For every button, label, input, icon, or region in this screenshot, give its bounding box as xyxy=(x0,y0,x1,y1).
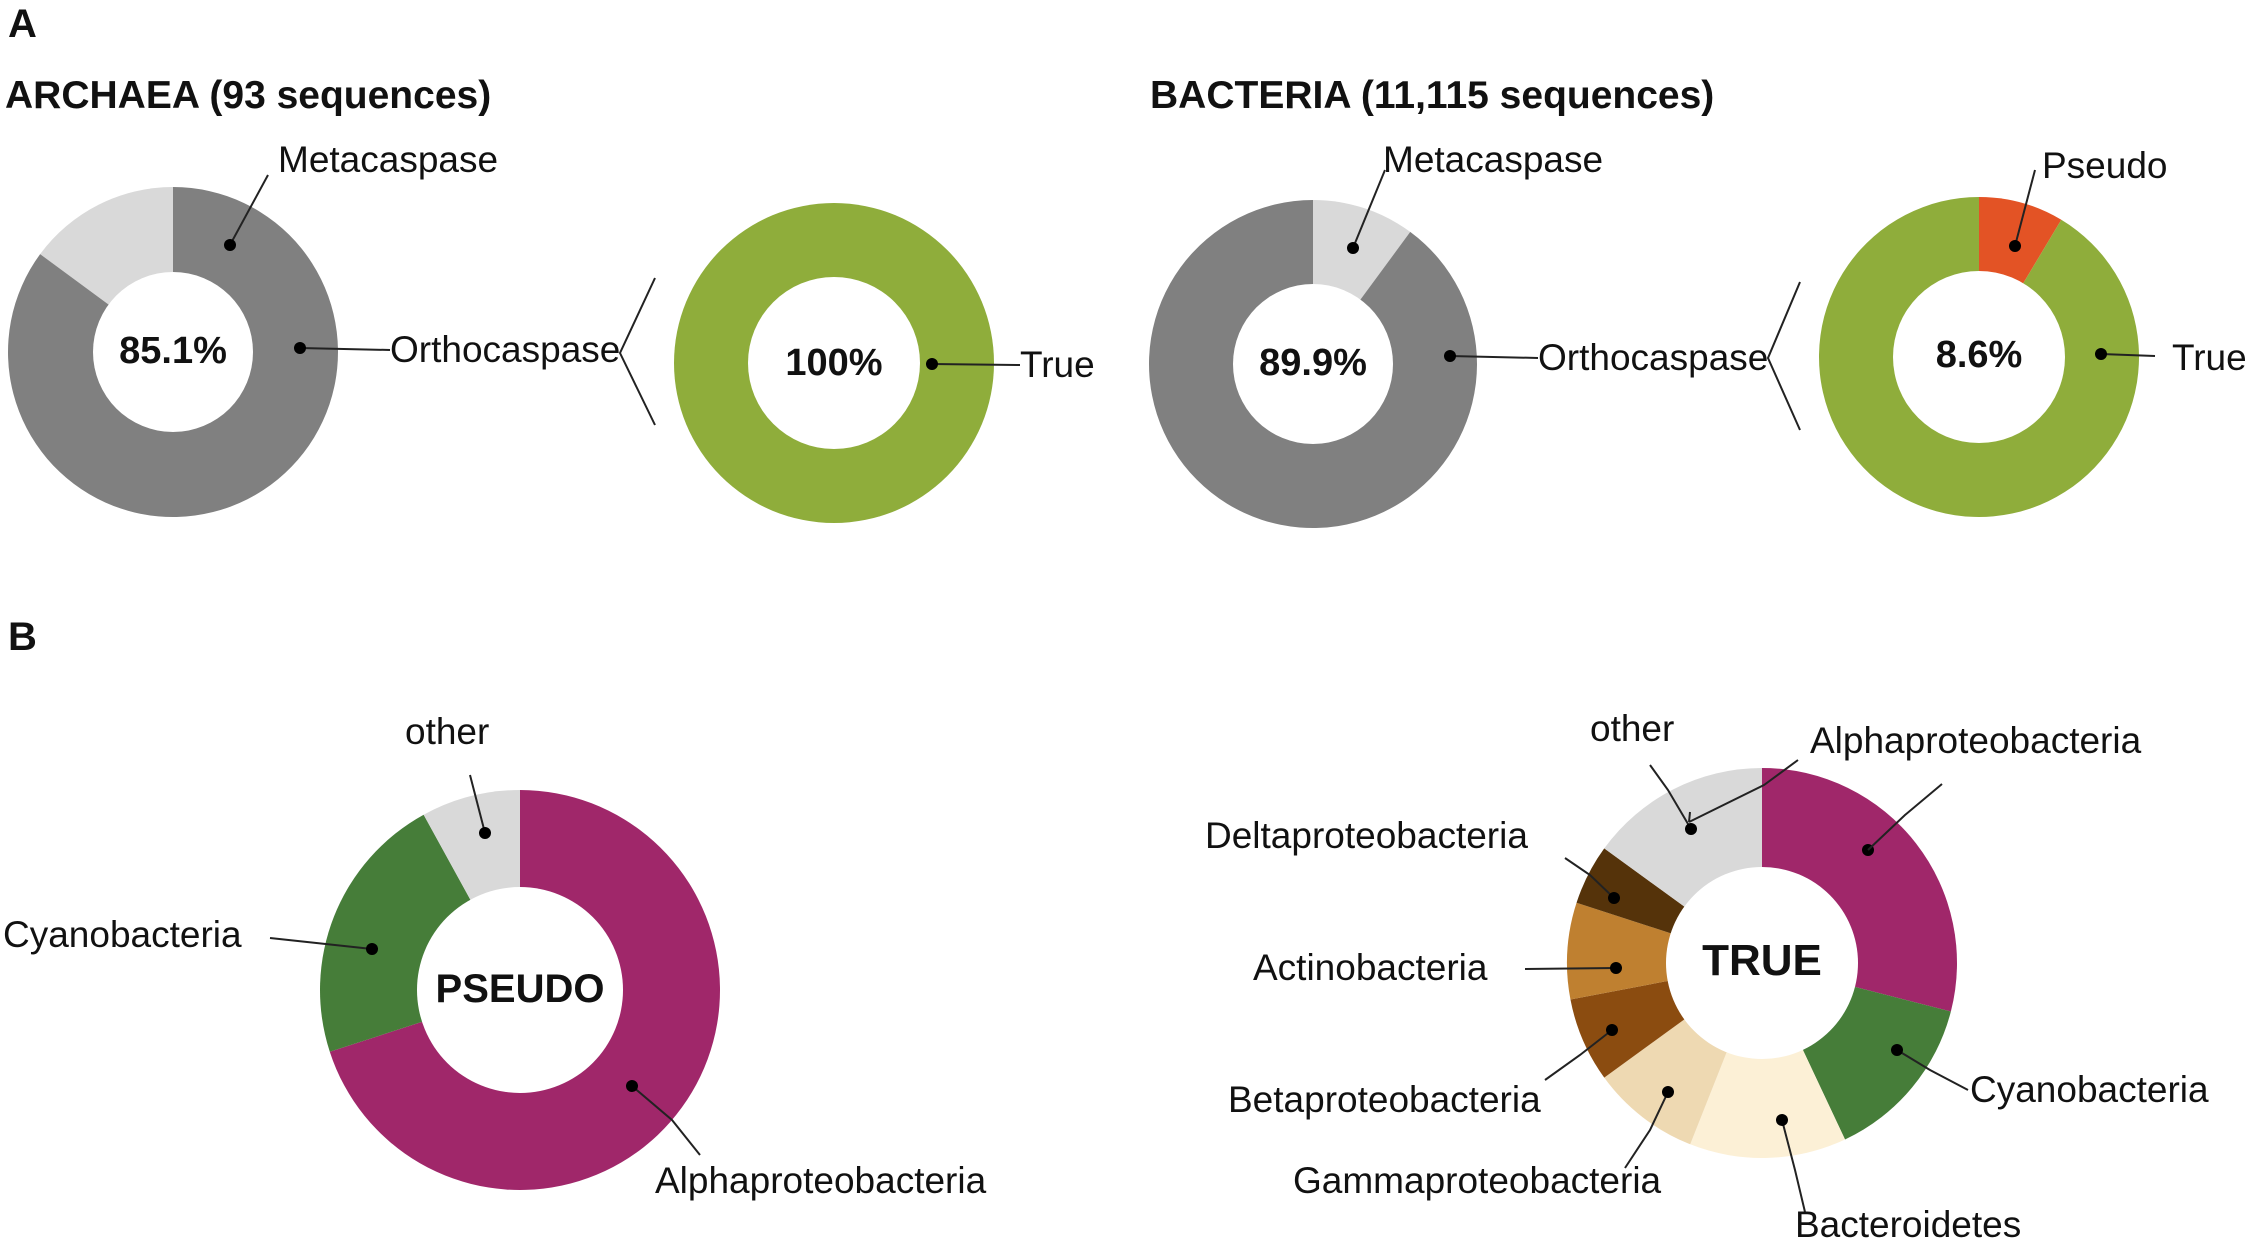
true-center-label: TRUE xyxy=(1702,936,1822,985)
true-gammaproteobacteria-label: Gammaproteobacteria xyxy=(1293,1160,1662,1201)
panel-letter-b: B xyxy=(8,615,37,659)
bacteria-pseudo-label: Pseudo xyxy=(2042,145,2168,186)
bacteria-title: BACTERIA (11,115 sequences) xyxy=(1150,74,1714,117)
bacteria-ortho-donut-hole xyxy=(1893,271,2065,443)
slices-layer xyxy=(8,187,2139,1190)
true-betaproteobacteria-label: Betaproteobacteria xyxy=(1228,1079,1541,1120)
bracket-archaea xyxy=(618,277,656,426)
true-bacteroidetes-label: Bacteroidetes xyxy=(1795,1204,2021,1242)
archaea-type-donut-hole xyxy=(93,272,253,432)
bacteria-ortho-center-label: 8.6% xyxy=(1936,334,2023,376)
true-other-label: other xyxy=(1590,708,1674,749)
holes-layer xyxy=(93,271,2065,1093)
true-actinobacteria-label: Actinobacteria xyxy=(1253,947,1488,988)
bacteria-metacaspase-label: Metacaspase xyxy=(1383,139,1603,180)
leader-alpha-true xyxy=(1867,783,1943,851)
true-taxa-slice-bacteroidetes xyxy=(1690,963,1846,1158)
pseudo-alphaproteobacteria-label: Alphaproteobacteria xyxy=(655,1160,987,1201)
pseudo-taxa-donut-hole xyxy=(417,887,623,1093)
true-cyanobacteria-label: Cyanobacteria xyxy=(1970,1069,2209,1110)
archaea-true-label: True xyxy=(1020,344,1095,385)
archaea-ortho-center-label: 100% xyxy=(785,342,882,384)
true-taxa-slice-actinobacteria xyxy=(1567,902,1762,1000)
bacteria-type-donut-hole xyxy=(1233,284,1393,444)
pseudo-cyanobacteria-label: Cyanobacteria xyxy=(3,914,242,955)
bacteria-true-label: True xyxy=(2172,337,2245,378)
pseudo-center-label: PSEUDO xyxy=(436,967,605,1011)
bacteria-type-center-label: 89.9% xyxy=(1259,342,1367,384)
archaea-ortho-donut-hole xyxy=(748,277,920,449)
archaea-type-center-label: 85.1% xyxy=(119,330,227,372)
leader-lines xyxy=(229,169,2156,1213)
bracket-bacteria xyxy=(1766,281,1801,431)
archaea-title: ARCHAEA (93 sequences) xyxy=(5,74,491,117)
true-alphaproteobacteria-label: Alphaproteobacteria xyxy=(1810,720,2142,761)
true-taxa-donut-hole xyxy=(1666,867,1858,1059)
archaea-metacaspase-label: Metacaspase xyxy=(278,139,498,180)
panel-letter-a: A xyxy=(8,2,37,46)
bacteria-orthocaspase-label: Orthocaspase xyxy=(1538,337,1768,378)
pseudo-other-label: other xyxy=(405,711,489,752)
true-deltaproteobacteria-label: Deltaproteobacteria xyxy=(1205,815,1528,856)
archaea-orthocaspase-label: Orthocaspase xyxy=(390,329,620,370)
